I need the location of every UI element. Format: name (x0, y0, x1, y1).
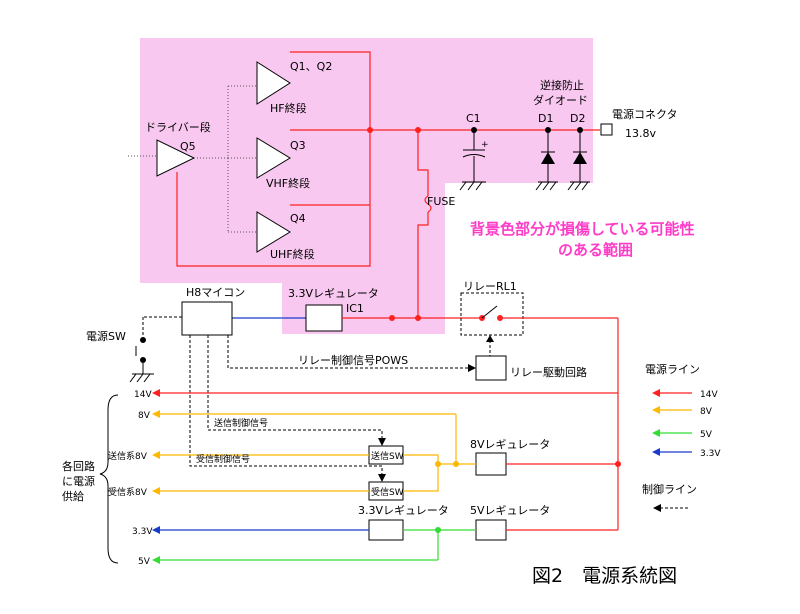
label-reverse-1: 逆接防止 (540, 78, 584, 92)
rail-8v: 8V (138, 411, 151, 421)
warning-text-1: 背景色部分が損傷している可能性 (470, 220, 695, 238)
label-reg8: 8Vレギュレータ (470, 438, 550, 451)
label-q5: Q5 (180, 140, 196, 153)
label-ic1: IC1 (346, 302, 364, 315)
label-control-line: 制御ライン (642, 482, 697, 496)
regulator-8v (475, 452, 507, 476)
label-d2: D2 (570, 112, 585, 125)
ic1-regulator (305, 304, 343, 332)
label-driver: ドライバー段 (145, 120, 211, 134)
rail-14v: 14V (134, 390, 152, 400)
label-d1: D1 (538, 112, 553, 125)
legend-label-8v: 8V (700, 407, 713, 417)
label-h8: H8マイコン (186, 286, 245, 299)
warning-text-2: のある範囲 (558, 241, 633, 259)
label-hf: HF終段 (270, 101, 307, 115)
label-q1q2: Q1、Q2 (290, 60, 332, 73)
label-supply-2: に電源 (62, 474, 95, 488)
legend-label-14v: 14V (700, 390, 718, 400)
label-supply-1: 各回路 (62, 459, 95, 473)
label-reg5: 5Vレギュレータ (470, 504, 550, 517)
power-connector (600, 123, 613, 136)
label-c1: C1 (466, 112, 481, 125)
uhf-final-amp (256, 211, 291, 253)
label-reverse-2: ダイオード (533, 93, 588, 107)
label-voltage-in: 13.8v (625, 127, 656, 140)
label-uhf: UHF終段 (270, 247, 315, 261)
label-tx-sw: 送信SW (371, 450, 404, 462)
damage-zone (140, 38, 593, 334)
label-reg33: 3.3Vレギュレータ (358, 504, 449, 517)
label-q3: Q3 (290, 139, 306, 152)
label-q4: Q4 (290, 212, 306, 225)
label-relay-ctrl: リレー制御信号POWS (298, 353, 408, 367)
label-power-sw: 電源SW (86, 329, 126, 343)
label-power-line: 電源ライン (645, 362, 700, 376)
legend-label-5v: 5V (700, 430, 713, 440)
label-vhf: VHF終段 (266, 176, 310, 190)
rail-rx8: 受信系8V (108, 486, 148, 498)
legend-label-3v3: 3.3V (700, 449, 721, 459)
label-relay: リレーRL1 (463, 280, 517, 293)
hf-final-amp (256, 61, 291, 105)
label-relay-drv: リレー駆動回路 (510, 365, 587, 379)
label-reg33-top: 3.3Vレギュレータ (288, 287, 379, 300)
label-tx-ctrl: 送信制御信号 (214, 417, 268, 429)
driver-amp-q5 (156, 139, 196, 177)
relay-driver-box (475, 355, 507, 381)
svg-text:+: + (481, 140, 489, 150)
label-fuse: FUSE (427, 195, 455, 208)
rail-3v3: 3.3V (132, 527, 153, 537)
h8-microcontroller (181, 301, 233, 336)
relay-rl1 (460, 292, 524, 336)
figure-title: 図2 電源系統図 (532, 565, 677, 587)
label-supply-3: 供給 (62, 489, 84, 503)
rail-tx8: 送信系8V (108, 450, 148, 462)
regulator-5v (475, 519, 507, 541)
label-rx-ctrl: 受信制御信号 (196, 453, 250, 465)
label-connector: 電源コネクタ (612, 107, 678, 121)
vhf-final-amp (256, 137, 291, 179)
label-rx-sw: 受信SW (371, 486, 404, 498)
rail-5v: 5V (138, 557, 151, 567)
regulator-3v3 (368, 519, 404, 541)
